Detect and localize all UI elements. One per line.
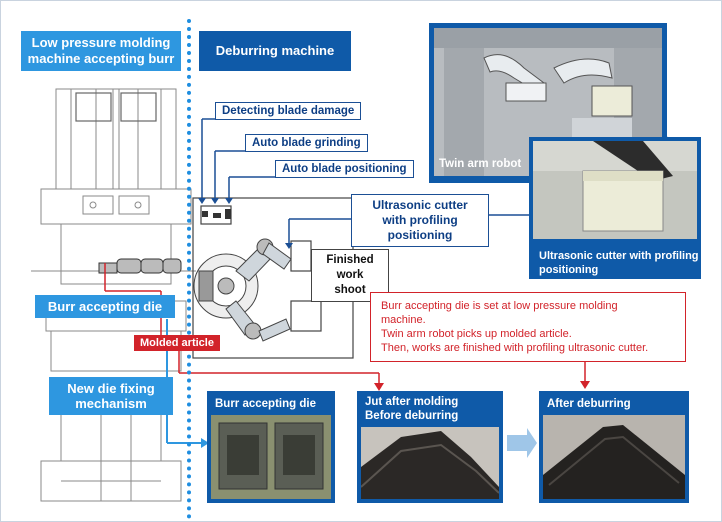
- photo-panel-ultrasonic: Ultrasonic cutter with profiling positio…: [529, 137, 701, 279]
- process-description: Burr accepting die is set at low pressur…: [370, 292, 686, 362]
- after-deburring-image: [543, 415, 685, 499]
- photo-label-twin-arm: Twin arm robot: [439, 158, 522, 170]
- ultrasonic-cutter-image: [533, 141, 697, 239]
- photo-label-ultrasonic: Ultrasonic cutter with profiling positio…: [539, 250, 699, 276]
- photo-panel-before: Jut after molding Before deburring: [357, 391, 503, 503]
- callout-auto-blade-grinding: Auto blade grinding: [245, 134, 368, 152]
- photo-label-burr-die: Burr accepting die: [215, 398, 316, 410]
- description-line-1: Burr accepting die is set at low pressur…: [381, 300, 618, 312]
- before-deburring-image: [361, 427, 499, 499]
- photo-panel-after: After deburring: [539, 391, 689, 503]
- tag-burr-accepting-die: Burr accepting die: [35, 295, 175, 318]
- twin-arm-robot-image: [434, 28, 662, 176]
- description-line-4: Then, works are finished with profiling …: [381, 342, 649, 354]
- section-divider: [187, 19, 191, 519]
- header-molding-machine: Low pressure molding machine accepting b…: [21, 31, 181, 71]
- photo-label-after: After deburring: [547, 398, 631, 410]
- description-line-3: Twin arm robot picks up molded article.: [381, 328, 572, 340]
- callout-ultrasonic-cutter: Ultrasonic cutter with profiling positio…: [351, 194, 489, 247]
- photo-label-before: Jut after molding Before deburring: [365, 396, 459, 422]
- header-deburring-machine: Deburring machine: [199, 31, 351, 71]
- tag-molded-article: Molded article: [134, 335, 220, 351]
- callout-finished-work-shoot: Finished work shoot: [311, 249, 389, 302]
- callout-detecting-blade-damage: Detecting blade damage: [215, 102, 362, 120]
- callout-auto-blade-positioning: Auto blade positioning: [275, 160, 414, 178]
- tag-new-die-fixing: New die fixing mechanism: [49, 377, 173, 415]
- burr-die-image: [211, 415, 331, 499]
- description-line-2: machine.: [381, 314, 426, 326]
- photo-panel-burr-die: Burr accepting die: [207, 391, 335, 503]
